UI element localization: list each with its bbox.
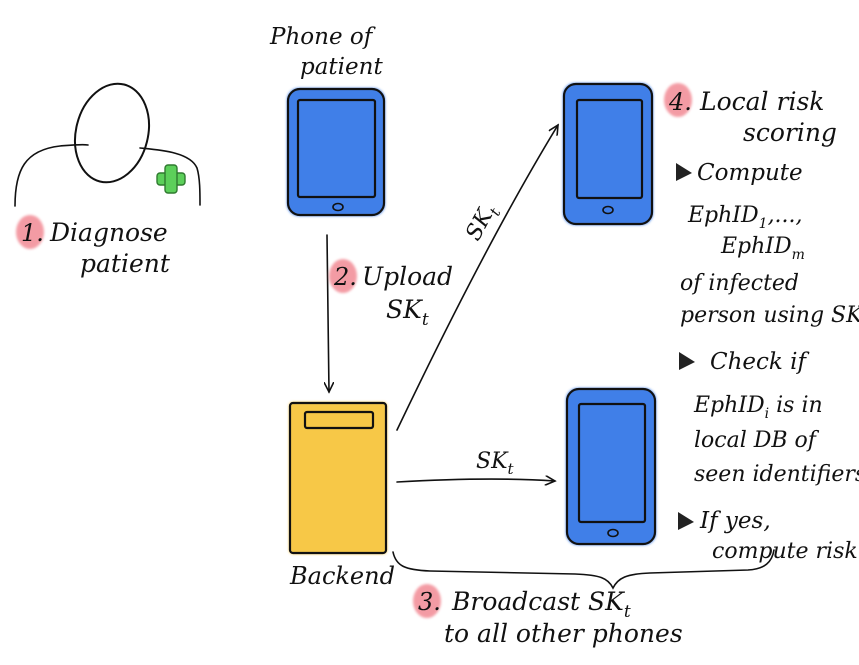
note-ephid-i: EphIDi is in <box>693 393 823 422</box>
notes-compute: Compute EphID1,..., EphIDm of infected p… <box>676 160 859 332</box>
step-3-line-1: Broadcast SKt <box>451 587 631 622</box>
step-1-line-1: Diagnose <box>49 218 168 247</box>
step-4-number: 4. <box>668 88 692 116</box>
patient-figure <box>14 82 201 207</box>
broadcast-arrow-lower <box>396 479 555 482</box>
plus-icon <box>156 164 186 194</box>
notes-check: Check if EphIDi is in local DB of seen i… <box>679 349 859 487</box>
broadcast-arrow-upper <box>396 125 558 431</box>
backend-slot <box>303 410 375 430</box>
step-4-line-1: Local risk <box>699 87 824 116</box>
step-2-line-1: Upload <box>362 262 453 291</box>
backend-server <box>288 401 388 555</box>
step-3-line-2: to all other phones <box>444 619 683 648</box>
note-compute-risk: compute risk. <box>712 539 859 564</box>
phone-home-button-icon <box>602 205 614 215</box>
step-2-number: 2. <box>333 263 357 291</box>
note-person-using: person using SKt <box>680 303 859 332</box>
patient-phone-screen <box>287 88 385 216</box>
sk-label-upper: SKt <box>461 199 505 247</box>
note-seen-identifiers: seen identifiers. <box>694 462 859 487</box>
other-phone-upper <box>562 82 654 226</box>
triangle-bullet-icon <box>678 512 694 530</box>
notes-if-yes: If yes, compute risk. <box>678 508 859 564</box>
lower-phone-screen <box>566 388 656 545</box>
patient-phone-label-2: patient <box>300 54 383 80</box>
broadcast-brace <box>392 549 775 590</box>
other-phone-lower <box>565 387 657 546</box>
phone-home-button-icon <box>332 202 344 212</box>
note-ephid-m: EphIDm <box>720 234 805 263</box>
patient-phone <box>286 87 386 217</box>
step-2-label: 2. Upload SKt <box>329 259 453 330</box>
step-4-label: 4. Local risk scoring <box>664 83 837 147</box>
step-3-badge <box>413 584 441 618</box>
step-1-label: 1. Diagnose patient <box>16 215 171 278</box>
upper-phone-screen <box>563 83 653 225</box>
step-1-line-2: patient <box>80 249 171 278</box>
note-of-infected: of infected <box>680 271 799 296</box>
patient-head <box>74 82 150 184</box>
note-compute-head: Compute <box>697 160 803 186</box>
backend-fill <box>289 402 387 554</box>
step-2-badge <box>329 259 357 293</box>
triangle-bullet-icon <box>679 352 695 370</box>
backend-label: Backend <box>289 562 395 590</box>
step-3-label: 3. Broadcast SKt to all other phones <box>413 584 683 648</box>
step-4-badge <box>664 83 692 117</box>
note-ephid-1: EphID1,..., <box>687 203 803 232</box>
note-check-head: Check if <box>710 349 810 375</box>
note-if-yes-head: If yes, <box>699 508 771 534</box>
triangle-bullet-icon <box>676 163 692 181</box>
step-3-number: 3. <box>418 588 441 616</box>
step-4-line-2: scoring <box>743 118 837 147</box>
upload-arrow <box>327 234 329 392</box>
step-1-number: 1. <box>21 219 44 247</box>
step-1-badge <box>16 215 44 249</box>
patient-phone-label-1: Phone of <box>269 24 376 50</box>
step-2-line-2: SKt <box>386 295 429 330</box>
sk-label-lower: SKt <box>476 449 515 478</box>
phone-home-button-icon <box>607 528 619 538</box>
note-local-db: local DB of <box>694 428 820 453</box>
